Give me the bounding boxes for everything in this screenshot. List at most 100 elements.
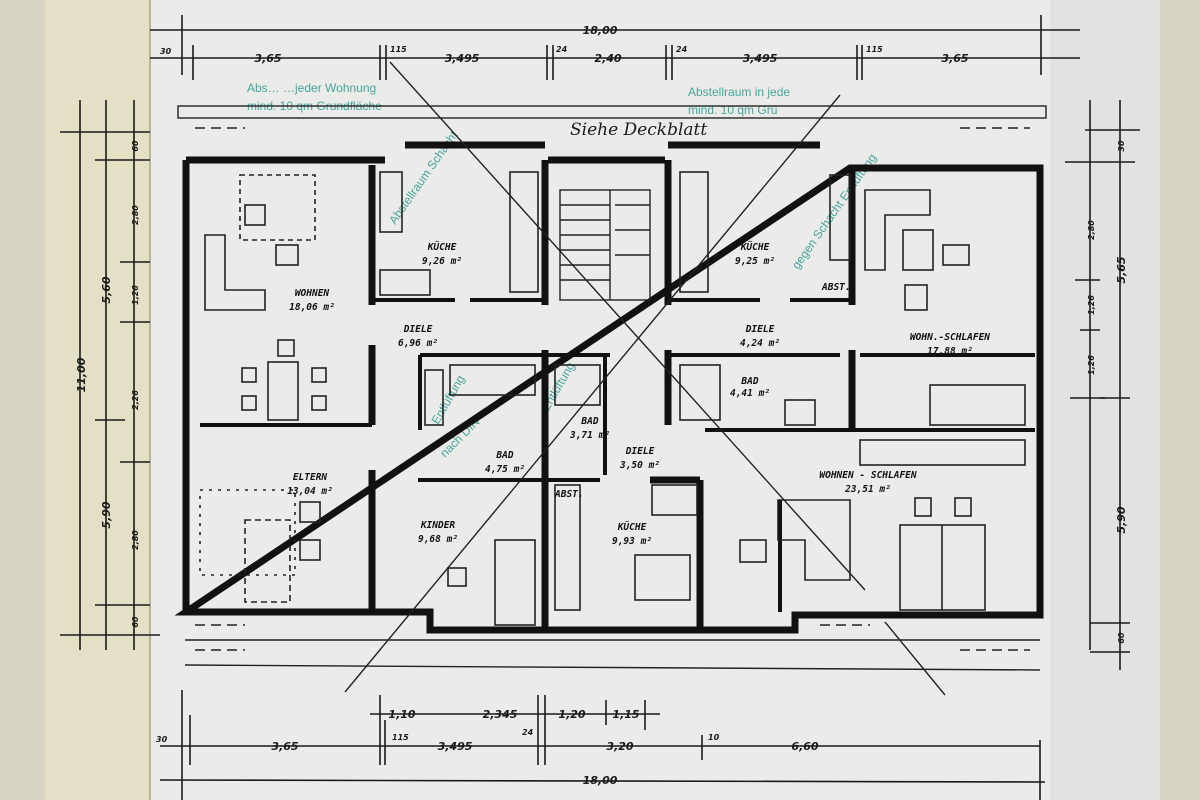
room-area: 4,75 m² xyxy=(485,464,525,475)
left-page-binding xyxy=(45,0,155,800)
bottom-small-dimension: 24 xyxy=(522,728,534,737)
strike-through-lines xyxy=(344,61,946,696)
left-dimension-chain: 11,00 5,60 5,90 2,80 1,26 2,26 2,80 60 6… xyxy=(60,100,160,650)
room-area: 17,88 m² xyxy=(927,346,973,357)
left-small-dimension: 60 xyxy=(131,616,140,628)
top-dimension: 3,65 xyxy=(254,52,281,65)
right-inner-dimension: 1,26 xyxy=(1087,355,1096,375)
right-small-dimension: 60 xyxy=(1117,632,1126,644)
room-name: WOHNEN - SCHLAFEN xyxy=(819,470,917,481)
stamp-text: mind. 10 qm Gru xyxy=(688,103,777,117)
right-dimension: 5,65 xyxy=(1115,256,1128,283)
room-wohnen-schlafen: WOHNEN - SCHLAFEN 23,51 m² xyxy=(819,470,917,495)
room-kueche-2: KÜCHE 9,25 m² xyxy=(735,242,775,267)
bottom-total-dimension: 18,00 xyxy=(583,774,618,787)
room-diele-3: DIELE 3,50 m² xyxy=(619,446,660,471)
room-area: 9,26 m² xyxy=(422,256,462,267)
left-inner-dimension: 2,80 xyxy=(131,530,140,550)
room-name: KINDER xyxy=(420,520,456,531)
storage-label: ABST. xyxy=(554,489,584,500)
bottom-dimension-chain: 1,10 2,345 1,20 1,15 3,65 3,495 3,20 6,6… xyxy=(156,690,1046,800)
top-dimension: 3,495 xyxy=(743,52,778,65)
room-diele-1: DIELE 6,96 m² xyxy=(398,324,438,349)
room-area: 23,51 m² xyxy=(844,484,891,495)
stamp-text: Abstellraum in jede xyxy=(688,85,790,99)
bottom-small-dimension: 30 xyxy=(156,735,168,744)
right-inner-dimension: 1,26 xyxy=(1087,295,1096,315)
top-dimension-chain: 18,00 3,65 3,495 2,40 3,495 3,65 30 115 … xyxy=(150,15,1080,80)
room-kueche-1: KÜCHE 9,26 m² xyxy=(422,242,462,267)
top-total-dimension: 18,00 xyxy=(583,24,618,37)
room-area: 9,93 m² xyxy=(612,536,652,547)
storage-label: ABST. xyxy=(821,282,851,293)
right-dimension: 5,90 xyxy=(1115,506,1128,533)
room-name: WOHNEN xyxy=(295,288,330,299)
room-area: 4,41 m² xyxy=(730,388,770,399)
room-area: 4,24 m² xyxy=(740,338,780,349)
left-dimension: 5,90 xyxy=(100,501,113,528)
room-area: 9,25 m² xyxy=(735,256,775,267)
top-dimension: 3,65 xyxy=(941,52,968,65)
room-name: KÜCHE xyxy=(740,242,770,253)
bottom-upper-dimension: 1,10 xyxy=(388,708,415,721)
room-area: 3,50 m² xyxy=(619,460,660,471)
room-area: 18,06 m² xyxy=(289,302,335,313)
building-outline xyxy=(174,105,1047,671)
bottom-upper-dimension: 1,20 xyxy=(558,708,585,721)
bottom-small-dimension: 115 xyxy=(392,733,409,742)
sheet xyxy=(150,0,1055,800)
bottom-upper-dimension: 1,15 xyxy=(612,708,639,721)
top-small-dimension: 24 xyxy=(556,45,568,54)
room-wohnen: WOHNEN 18,06 m² xyxy=(289,288,335,313)
top-dimension: 2,40 xyxy=(594,52,621,65)
bottom-dimension: 3,495 xyxy=(438,740,473,753)
room-wohn-schlafen: WOHN.-SCHLAFEN 17,88 m² xyxy=(910,332,990,357)
left-total-dimension: 11,00 xyxy=(75,357,88,392)
room-name: WOHN.-SCHLAFEN xyxy=(910,332,990,343)
room-kueche-3: KÜCHE 9,93 m² xyxy=(612,522,652,547)
top-small-dimension: 115 xyxy=(390,45,407,54)
room-area: 9,68 m² xyxy=(418,534,458,545)
left-inner-dimension: 1,26 xyxy=(131,285,140,305)
left-small-dimension: 60 xyxy=(131,140,140,152)
room-name: DIELE xyxy=(625,446,655,457)
right-dimension-chain: 5,65 5,90 2,80 1,26 1,26 30 60 xyxy=(1065,100,1140,670)
room-name: BAD xyxy=(495,450,513,461)
room-name: BAD xyxy=(580,416,598,427)
room-area: 6,96 m² xyxy=(398,338,438,349)
room-diele-2: DIELE 4,24 m² xyxy=(740,324,780,349)
room-area: 3,71 m² xyxy=(569,430,610,441)
left-inner-dimension: 2,80 xyxy=(131,205,140,225)
room-name: BAD xyxy=(740,376,758,387)
interior-walls xyxy=(200,160,1035,630)
bottom-dimension: 3,65 xyxy=(271,740,298,753)
right-page-margin xyxy=(1050,0,1160,800)
room-name: KÜCHE xyxy=(617,522,647,533)
left-dimension: 5,60 xyxy=(100,276,113,303)
bottom-small-dimension: 10 xyxy=(708,733,720,742)
bottom-upper-dimension: 2,345 xyxy=(483,708,518,721)
top-small-dimension: 30 xyxy=(160,47,172,56)
top-dimension: 3,495 xyxy=(445,52,480,65)
room-labels: WOHNEN 18,06 m² KÜCHE 9,26 m² KÜCHE 9,25… xyxy=(287,242,990,547)
room-bad-1: BAD 4,41 m² xyxy=(730,376,770,399)
room-kinder: KINDER 9,68 m² xyxy=(418,520,458,545)
stamp-text: Abs… …jeder Wohnung xyxy=(247,81,376,95)
bottom-dimension: 6,60 xyxy=(791,740,818,753)
left-inner-dimension: 2,26 xyxy=(131,390,140,410)
top-small-dimension: 115 xyxy=(866,45,883,54)
bottom-dimension: 3,20 xyxy=(606,740,633,753)
room-name: DIELE xyxy=(745,324,775,335)
room-bad-2: BAD 4,75 m² xyxy=(485,450,525,475)
room-bad-3: BAD 3,71 m² xyxy=(569,416,610,441)
room-name: KÜCHE xyxy=(427,242,457,253)
right-small-dimension: 30 xyxy=(1117,140,1126,152)
room-area: 13,04 m² xyxy=(287,486,333,497)
room-eltern: ELTERN 13,04 m² xyxy=(287,472,333,497)
top-small-dimension: 24 xyxy=(676,45,688,54)
right-inner-dimension: 2,80 xyxy=(1087,220,1096,240)
room-name: DIELE xyxy=(403,324,433,335)
handwritten-note: Siehe Deckblatt xyxy=(570,120,707,140)
